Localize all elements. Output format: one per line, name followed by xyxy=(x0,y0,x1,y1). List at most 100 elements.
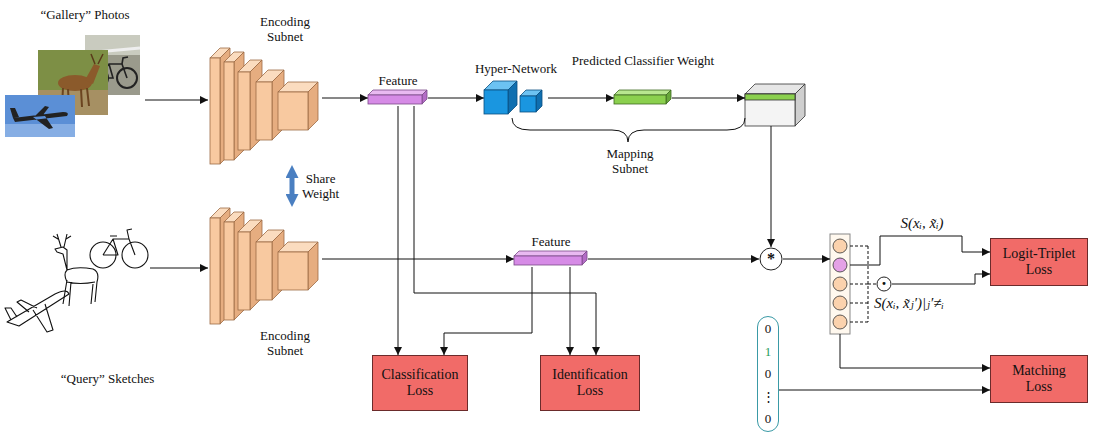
block-top xyxy=(614,90,671,95)
photo-sky xyxy=(5,95,75,137)
block-front xyxy=(484,90,508,114)
block-3d xyxy=(484,81,517,114)
box-content: Identification Loss xyxy=(550,367,630,399)
loss-label: Identification Loss xyxy=(550,367,630,399)
block-front xyxy=(278,252,308,290)
score-label: S(xᵢ, x̃ⱼ′)|ⱼ′≠ᵢ xyxy=(874,294,944,312)
block-3d xyxy=(278,82,318,130)
dashed-wire xyxy=(850,303,868,304)
product-circle: * xyxy=(759,247,783,271)
logit-vector xyxy=(830,234,850,334)
loss-label: Classification Loss xyxy=(380,367,460,399)
vector-entry: 0 xyxy=(765,321,772,337)
block-3d xyxy=(614,90,671,104)
deer-neck xyxy=(85,64,100,84)
flow-arrow xyxy=(428,98,484,99)
feature-vector: Feature xyxy=(514,251,588,267)
node-picture xyxy=(5,28,145,138)
wire xyxy=(771,126,772,247)
node-heading: “Query” Sketches xyxy=(61,371,155,386)
node-picture xyxy=(5,222,150,335)
flow-arrow xyxy=(414,106,596,355)
block-3d xyxy=(514,251,587,265)
photo-stack: “Gallery” Photos xyxy=(5,28,145,138)
dashed-wire xyxy=(850,322,868,323)
block-top xyxy=(514,251,587,256)
circle-shape xyxy=(760,248,782,270)
block-side xyxy=(508,81,517,114)
logit-entry xyxy=(833,258,847,272)
block-front xyxy=(256,242,272,300)
loss-label: Matching Loss xyxy=(999,363,1079,395)
flow-arrow xyxy=(892,274,990,284)
share-arrow xyxy=(290,178,295,194)
airplane-sketch xyxy=(5,291,69,332)
wire xyxy=(783,259,830,260)
block-front xyxy=(514,256,582,265)
block-front xyxy=(745,94,795,126)
flow-arrow xyxy=(322,98,368,99)
feature-vector: Feature xyxy=(368,90,428,106)
loss-label: Logit-Triplet Loss xyxy=(999,246,1079,278)
box-content: Matching Loss xyxy=(999,363,1079,395)
logit-entry xyxy=(833,315,847,329)
mapping-bracket xyxy=(512,118,745,142)
vector-entry: 0 xyxy=(765,366,772,382)
node-picture xyxy=(484,80,548,116)
vector-entry: 1 xyxy=(765,344,772,360)
box-content: Logit-Triplet Loss xyxy=(999,246,1079,278)
block-3d xyxy=(745,84,805,126)
flow-arrow xyxy=(150,268,208,269)
one-hot-vector: 010⋮0 xyxy=(757,316,779,432)
node-picture xyxy=(208,46,322,166)
flow-arrow xyxy=(779,390,990,391)
block-top xyxy=(368,90,427,95)
loss-box: Matching Loss xyxy=(990,355,1088,403)
photo-haze xyxy=(5,124,75,137)
node-heading: Feature xyxy=(379,73,418,88)
hyper-network: Hyper-Network xyxy=(484,80,548,116)
node-picture xyxy=(208,206,322,326)
node-picture xyxy=(368,90,428,106)
encoder-block: Encoding Subnet xyxy=(208,206,322,326)
dot-product-circle: · xyxy=(876,276,892,292)
block-front xyxy=(210,218,220,324)
node-heading: Feature xyxy=(532,234,571,249)
wire xyxy=(850,236,990,265)
block-front xyxy=(520,96,536,112)
plane-body xyxy=(10,106,68,129)
encoder-block: Encoding Subnet xyxy=(208,46,322,166)
edge-label: Share Weight xyxy=(302,171,339,201)
weight-row xyxy=(745,94,795,100)
block-front xyxy=(238,72,250,150)
block-side xyxy=(536,90,542,112)
block-front xyxy=(238,232,250,310)
block-side xyxy=(582,251,587,265)
dashed-wire xyxy=(850,284,868,285)
operator-symbol: * xyxy=(767,251,775,267)
logit-entry xyxy=(833,239,847,253)
deer-antlers xyxy=(91,54,103,64)
node-picture xyxy=(514,251,588,267)
node-heading: Encoding Subnet xyxy=(260,328,310,358)
block-front xyxy=(278,92,308,130)
sketch-stack: “Query” Sketches xyxy=(5,222,150,335)
wire xyxy=(672,98,745,99)
block-front xyxy=(224,62,234,160)
flow-arrow xyxy=(444,267,532,355)
logit-entry xyxy=(833,296,847,310)
loss-box: Classification Loss xyxy=(372,355,468,411)
block-side xyxy=(308,82,318,130)
node-heading: Predicted Classifier Weight xyxy=(572,53,714,68)
block-side xyxy=(795,84,805,126)
block-3d xyxy=(520,90,542,112)
node-heading: Hyper-Network xyxy=(475,61,557,76)
node-heading: Encoding Subnet xyxy=(260,14,310,44)
score-label: S(xᵢ, x̃ᵢ) xyxy=(900,214,943,232)
vector-entry: ⋮ xyxy=(762,389,775,405)
block-front xyxy=(368,95,422,104)
block-side xyxy=(422,90,427,104)
group-label: Mapping Subnet xyxy=(607,146,654,176)
block-front xyxy=(614,95,666,104)
